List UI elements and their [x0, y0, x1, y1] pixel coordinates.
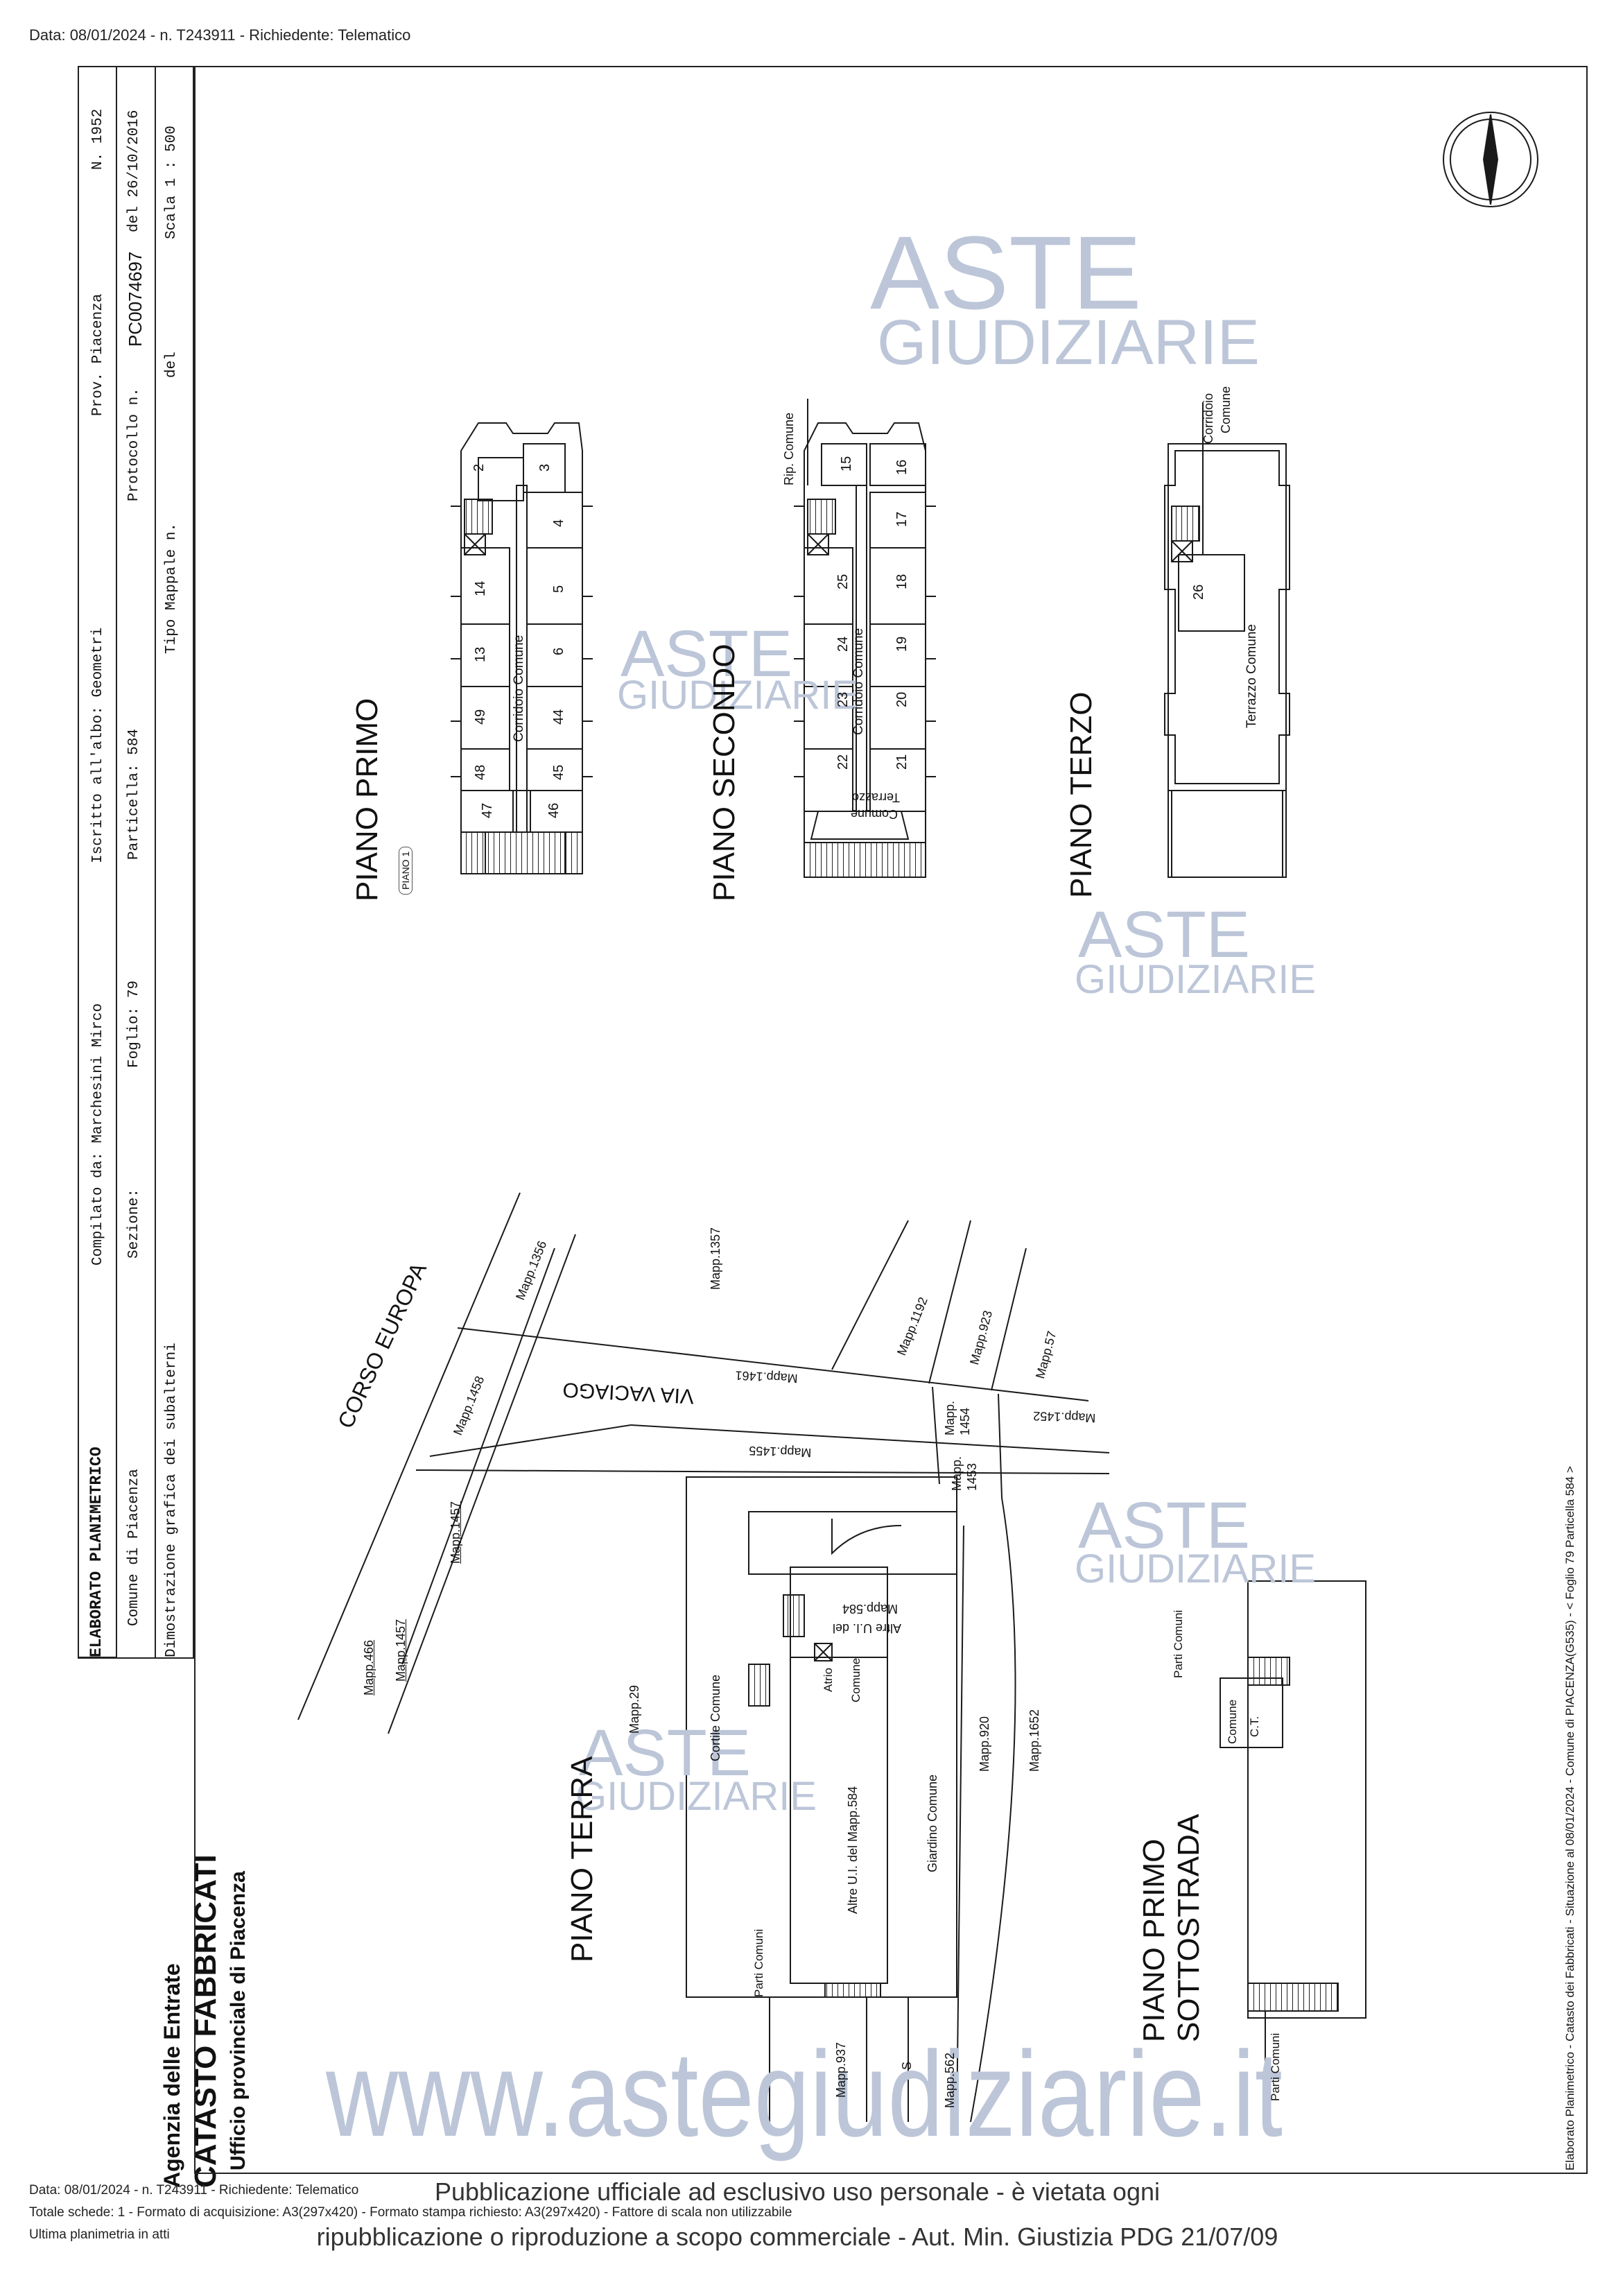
floor-label-sottostrada-2: SOTTOSTRADA	[1172, 1813, 1206, 2042]
side-note: Elaborato Planimetrico - Catasto dei Fab…	[1563, 1466, 1577, 2170]
corridor-label: Corridoio Comune	[851, 628, 866, 735]
unit-label: 18	[894, 573, 910, 589]
parti-comuni-label: Parti Comuni	[752, 1928, 765, 1997]
mappale-label: Mapp.920	[978, 1716, 991, 1772]
plan-piano-primo	[451, 422, 593, 874]
floor-tag-primo: PIANO 1	[399, 846, 413, 895]
watermark-site: www.astegiudiziarie.it	[325, 2027, 1283, 2162]
unit-label: 44	[551, 709, 566, 725]
ct-label: C.T.	[1248, 1716, 1261, 1737]
floor-label-secondo: PIANO SECONDO	[707, 644, 741, 901]
unit-label: 2	[471, 463, 487, 472]
unit-label: 20	[894, 691, 910, 707]
mappale-label: Mapp.	[950, 1456, 964, 1491]
comune-label: Comune	[849, 1657, 862, 1702]
unit-label: 16	[894, 459, 910, 475]
altre-ui-label: Altre U.I. del Mapp.584	[846, 1786, 860, 1914]
mappale-label: 1454	[958, 1407, 972, 1435]
watermark-giudiziarie-3: GIUDIZIARIE	[1075, 957, 1316, 1002]
unit-label: 19	[894, 636, 910, 652]
terrazzo-comune-label: Terrazzo Comune	[1244, 624, 1259, 728]
plan-piano-secondo	[794, 399, 936, 878]
mappale-label: Mapp.937	[834, 2042, 848, 2098]
corridor-label: Corridoio Comune	[512, 635, 526, 742]
footer-line3: Ultima planimetria in atti	[29, 2227, 170, 2242]
watermark-aste-2: ASTE	[620, 617, 792, 691]
giardino-comune-label: Giardino Comune	[926, 1774, 939, 1872]
mappale-label: Mapp.1652	[1027, 1709, 1041, 1772]
corridoio-label: Corridoio	[1201, 392, 1215, 444]
mappale-label: Mapp.562	[943, 2052, 957, 2108]
unit-label: 14	[473, 580, 488, 596]
unit-label: 48	[473, 764, 488, 780]
parti-comuni-label: Parti Comuni	[1269, 2032, 1282, 2101]
mappale-label: 1453	[965, 1462, 979, 1491]
atrio-label: Atrio	[822, 1668, 835, 1692]
watermark-giudiziarie-2: GIUDIZIARIE	[617, 673, 858, 718]
plan-piano-terzo	[1164, 402, 1290, 878]
unit-label: 45	[551, 764, 566, 780]
comune-label: Comune	[1219, 386, 1233, 433]
unit-label: 6	[551, 647, 566, 655]
unit-label: 26	[1191, 584, 1206, 600]
watermark-giudiziarie-5: GIUDIZIARIE	[575, 1774, 817, 1819]
floor-label-terzo: PIANO TERZO	[1064, 691, 1098, 898]
floor-label-terra: PIANO TERRA	[565, 1756, 599, 1962]
s-label: S	[900, 2061, 914, 2070]
watermark-logos: ASTE GIUDIZIARIE ASTE GIUDIZIARIE ASTE G…	[325, 214, 1316, 2162]
mappale-label: Mapp.1452	[1032, 1408, 1096, 1425]
unit-label: 15	[839, 456, 854, 472]
mappale-label: Mapp.1457	[394, 1619, 408, 1682]
plan-piano-terra	[686, 1476, 957, 2122]
watermark-giudiziarie-4: GIUDIZIARIE	[1075, 1546, 1316, 1591]
unit-label: 25	[835, 573, 851, 589]
publication-notice-1: Pubblicazione ufficiale ad esclusivo uso…	[435, 2177, 1160, 2206]
site-streets	[297, 1192, 1110, 2123]
mappale-label: Mapp.466	[362, 1639, 376, 1695]
unit-label: 5	[551, 585, 566, 593]
altre-ui-label-a: Altre U.I. del	[832, 1621, 901, 1635]
mappale-label: Mapp.29	[627, 1684, 641, 1734]
unit-label: 21	[894, 754, 910, 770]
rip-comune-label: Rip. Comune	[782, 412, 796, 485]
altre-ui-label-b: Mapp.584	[842, 1602, 898, 1616]
parti-comuni-label: Parti Comuni	[1172, 1609, 1185, 1678]
unit-label: 4	[551, 519, 566, 527]
unit-label: 47	[480, 802, 495, 818]
plan-piano-primo-sottostrada	[1220, 1580, 1366, 2122]
comune-label: Comune	[850, 807, 898, 821]
unit-label: 24	[835, 636, 851, 652]
footer-line2: Totale schede: 1 - Formato di acquisizio…	[29, 2205, 792, 2220]
cortile-comune-label: Cortile Comune	[709, 1674, 722, 1761]
mappale-label: Mapp.	[943, 1400, 957, 1435]
header-line: Data: 08/01/2024 - n. T243911 - Richiede…	[29, 26, 411, 44]
unit-label: 13	[473, 646, 488, 662]
footer-line1: Data: 08/01/2024 - n. T243911 - Richiede…	[29, 2183, 359, 2198]
unit-label: 22	[835, 754, 851, 770]
floor-label-primo: PIANO PRIMO	[350, 698, 384, 901]
title-block-grid	[78, 66, 194, 1659]
north-arrow-icon	[1443, 112, 1538, 207]
mappale-label: Mapp.1455	[748, 1443, 812, 1460]
terrazzo-label: Terrazzo	[851, 791, 900, 804]
mappale-label: Mapp.1457	[449, 1501, 462, 1564]
watermark-aste-4: ASTE	[1078, 1489, 1250, 1562]
watermark-aste-5: ASTE	[579, 1716, 751, 1790]
mappale-label: Mapp.1357	[709, 1227, 722, 1290]
publication-notice-2: ripubblicazione o riproduzione a scopo c…	[316, 2222, 1278, 2251]
unit-label: 49	[473, 709, 488, 725]
watermark-aste-1: ASTE	[870, 214, 1142, 331]
floor-label-sottostrada-1: PIANO PRIMO	[1137, 1838, 1171, 2042]
watermark-giudiziarie-1: GIUDIZIARIE	[877, 307, 1260, 378]
unit-label: 3	[537, 463, 553, 472]
unit-label: 17	[894, 511, 910, 527]
unit-label: 23	[835, 691, 851, 707]
title-block: ELABORATO PLANIMETRICO Compilato da: Mar…	[78, 66, 250, 2188]
watermark-aste-3: ASTE	[1078, 898, 1250, 972]
comune-label: Comune	[1226, 1699, 1239, 1744]
drawing-frame	[194, 66, 1588, 2174]
unit-label: 46	[546, 802, 562, 818]
